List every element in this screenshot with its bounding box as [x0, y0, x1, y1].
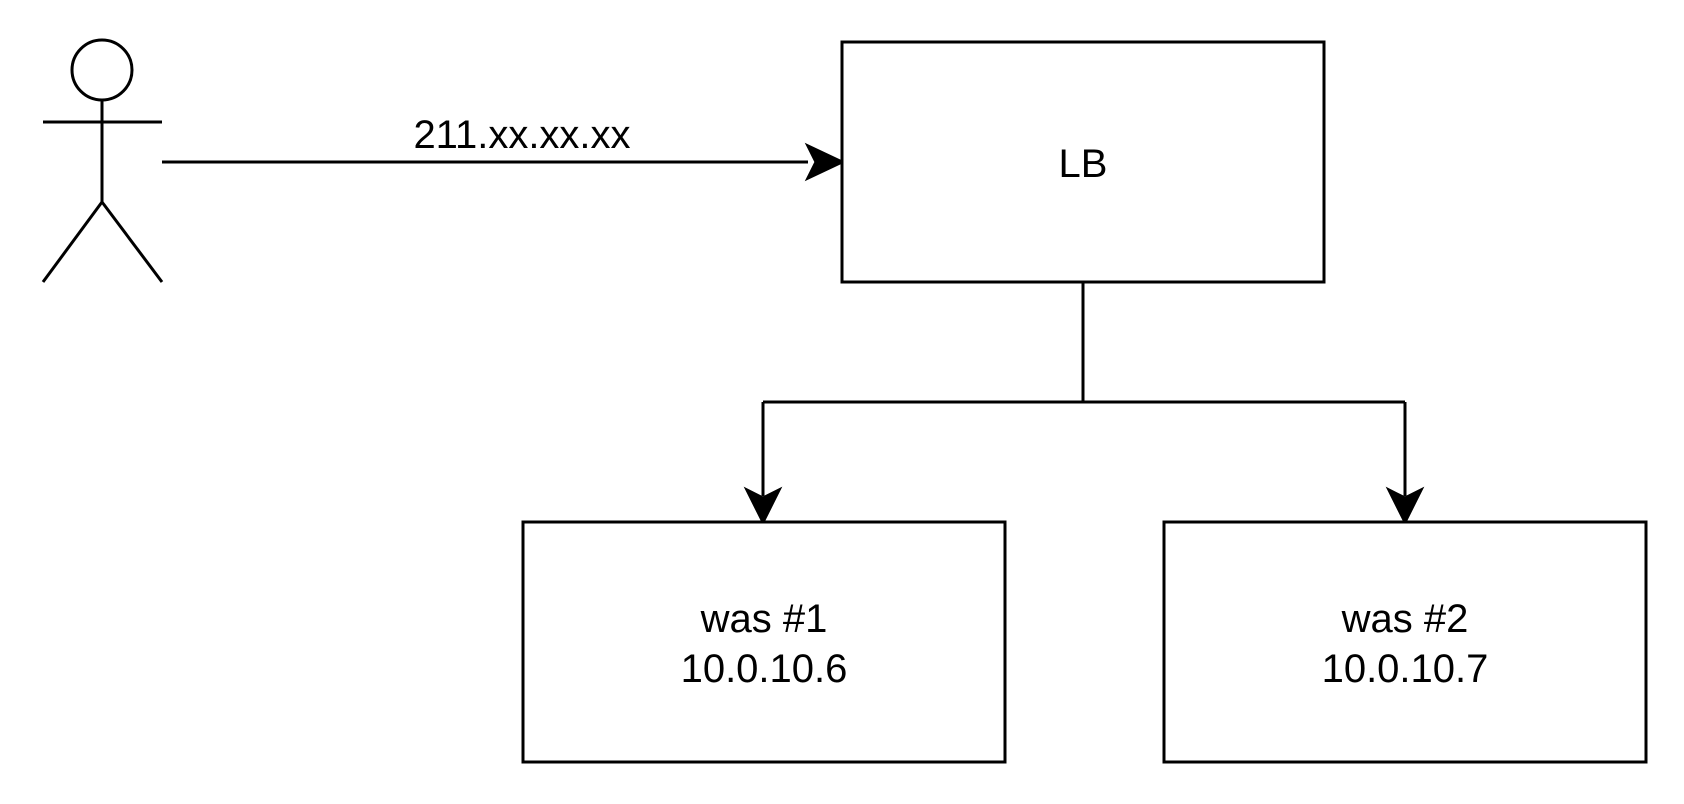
was-2-name: was #2: [1341, 597, 1469, 641]
was-1-name: was #1: [700, 597, 828, 641]
load-balancer-node: LB: [840, 40, 1326, 284]
lb-to-was-connectors: [743, 282, 1425, 526]
was-1-node: was #1 10.0.10.6: [521, 520, 1007, 764]
arrowhead-down-icon: [1385, 486, 1425, 526]
was-2-ip: 10.0.10.7: [1322, 647, 1489, 691]
load-balancer-label: LB: [1059, 142, 1108, 186]
person-icon: [41, 38, 164, 283]
client-to-lb-connector: [162, 142, 846, 182]
was-2-node: was #2 10.0.10.7: [1162, 520, 1648, 764]
client-ip-label: 211.xx.xx.xx: [413, 113, 630, 157]
was-1-ip: 10.0.10.6: [681, 647, 848, 691]
arrowhead-right-icon: [804, 142, 846, 182]
arrowhead-down-icon: [743, 486, 783, 526]
